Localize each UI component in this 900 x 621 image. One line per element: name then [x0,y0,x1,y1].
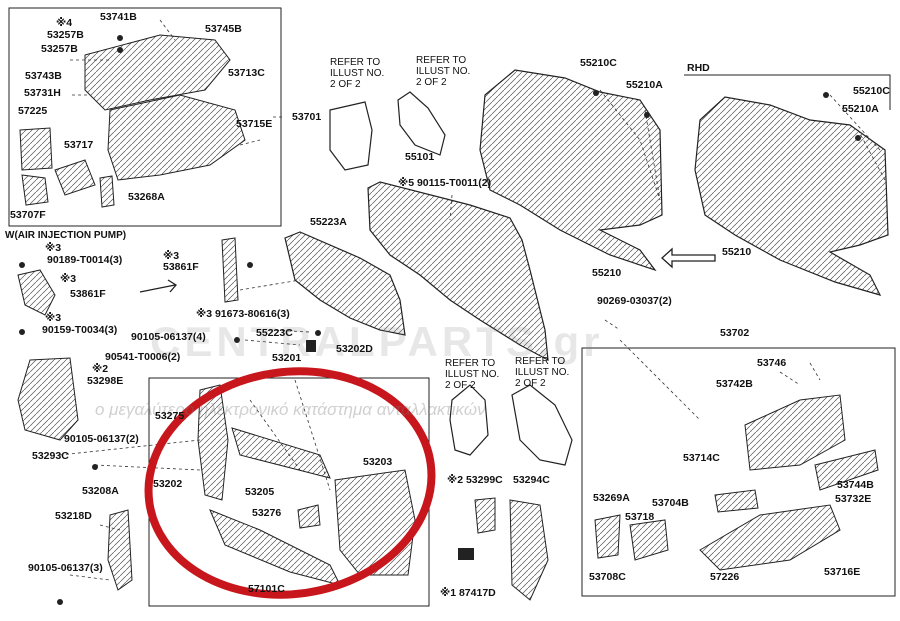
part-label: 53707F [10,209,46,221]
refer-note: REFER TO ILLUST NO. 2 OF 2 [416,55,471,88]
part-label: 53293C [32,450,69,462]
part-label: ※3 [45,312,62,324]
part-label: 55210C [580,57,617,69]
part-label: 90105-06137(4) [131,331,206,343]
part-label: 53745B [205,23,242,35]
part-label: 53269A [593,492,630,504]
part-label: 53205 [245,486,275,498]
dash-panel-55101 [367,181,549,362]
refer-panels [329,91,573,466]
part-label: 53732E [835,493,872,505]
part-label: 53202D [336,343,373,355]
part-label: 53257B [47,29,84,41]
part-label: 53861F [70,288,106,300]
dash-insulator-left [479,69,663,272]
part-label: 53257B [41,43,78,55]
part-label: 90105-06137(3) [28,562,103,574]
part-label: 53202 [153,478,183,490]
part-label: 53702 [720,327,750,339]
part-label: ※2 53299C [447,474,503,486]
part-label: ※5 90115-T0011(2) [398,177,492,189]
part-label: 53203 [363,456,393,468]
part-label: 55210 [592,267,622,279]
part-label: 57226 [710,571,740,583]
part-label: 53716E [824,566,861,578]
part-label: 57101C [248,583,285,595]
refer-note: REFER TO ILLUST NO. 2 OF 2 [515,356,570,389]
dash-panel-55223A [284,231,406,336]
part-label: 55210A [626,79,663,91]
air-pump-header: W(AIR INJECTION PUMP) [5,230,127,241]
arrows [139,247,716,293]
part-label: ※3 [60,273,77,285]
part-label: 53218D [55,510,92,522]
part-label: 55210C [853,85,890,97]
cowl-parts [19,34,246,208]
watermark-tagline: ο μεγαλύτερο ηλεκτρονικό κατάστημα ανταλ… [95,400,486,419]
leader-lines [59,19,886,581]
watermark-site: CENTRALPARTS.gr [150,318,604,365]
rhd-header: RHD [687,62,710,74]
part-label: ※2 [92,363,109,375]
part-label: 53701 [292,111,322,123]
part-label: ※3 53861F [163,250,199,273]
part-label: 53717 [64,139,94,151]
frame-right [581,347,896,597]
part-label: 53713C [228,67,265,79]
part-label: 53714C [683,452,720,464]
refer-note: REFER TO ILLUST NO. 2 OF 2 [445,358,500,391]
part-label: ※4 [56,17,73,29]
part-label: 53744B [837,479,874,491]
part-label: 53298E [87,375,124,387]
part-label: 55210 [722,246,752,258]
part-label: 55101 [405,151,435,163]
part-label: ※1 87417D [440,587,496,599]
part-label: 53201 [272,352,302,364]
part-label: 53275 [155,410,185,422]
refer-note: REFER TO ILLUST NO. 2 OF 2 [330,57,385,90]
part-label: 53746 [757,357,787,369]
part-label: 53208A [82,485,119,497]
part-label: 53743B [25,70,62,82]
part-label: 90269-03037(2) [597,295,672,307]
dash-insulator-right [694,96,889,296]
part-label: 90105-06137(2) [64,433,139,445]
part-label: 53742B [716,378,753,390]
part-label: 53718 [625,511,655,523]
part-label: 53276 [252,507,282,519]
left-brackets [17,237,239,591]
part-label: 90541-T0006(2) [105,351,181,363]
fasteners [19,35,861,605]
right-members [474,394,879,601]
part-label: 53708C [589,571,626,583]
highlight-ellipse [144,367,436,599]
rhd-bracket [684,74,891,110]
part-label: 53268A [128,191,165,203]
part-label: 57225 [18,105,48,117]
part-label: 55223C [256,327,293,339]
part-label: 53294C [513,474,550,486]
part-label: 53715E [236,118,273,130]
part-label: ※3 91673-80616(3) [196,308,290,320]
part-label: ※3 [45,242,62,254]
part-label: 90189-T0014(3) [47,254,123,266]
part-label: 53741B [100,11,137,23]
part-label: 55210A [842,103,879,115]
part-label: 90159-T0034(3) [42,324,118,336]
part-label: 53704B [652,497,689,509]
part-label: 53731H [24,87,61,99]
part-label: 55223A [310,216,347,228]
